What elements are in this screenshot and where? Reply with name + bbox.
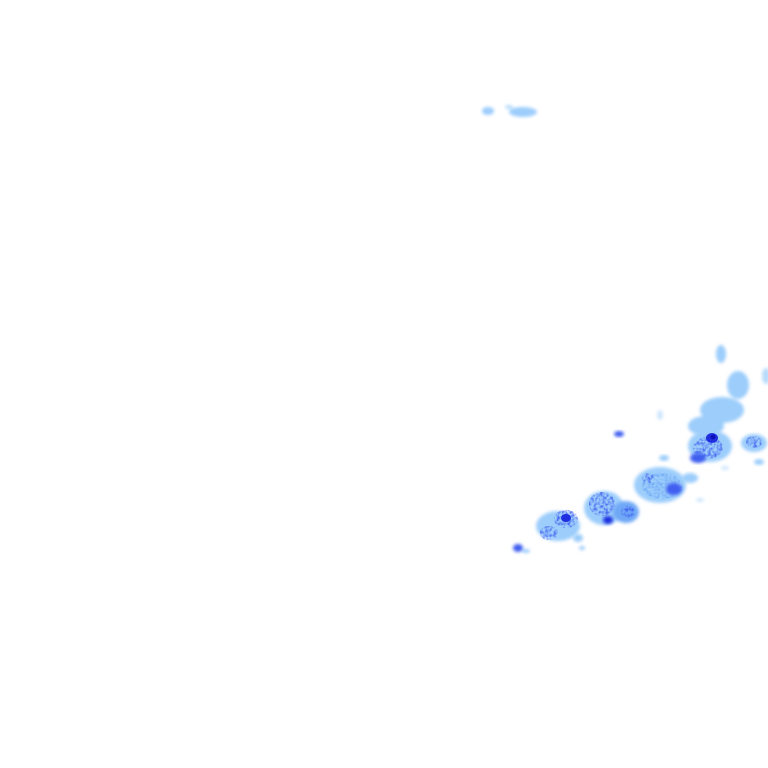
echo-southwest-cell-2	[536, 510, 583, 542]
echo-central-cell	[634, 455, 698, 503]
echo-east-cell-1	[688, 430, 732, 463]
echo-north-fragment	[482, 105, 537, 117]
echo-southwest-cell-1	[584, 491, 639, 525]
echo-isolated-dot	[614, 431, 624, 437]
echo-east-band-upper	[657, 345, 768, 436]
echo-southwest-tail	[513, 466, 729, 553]
echo-east-cell-2	[741, 434, 767, 465]
